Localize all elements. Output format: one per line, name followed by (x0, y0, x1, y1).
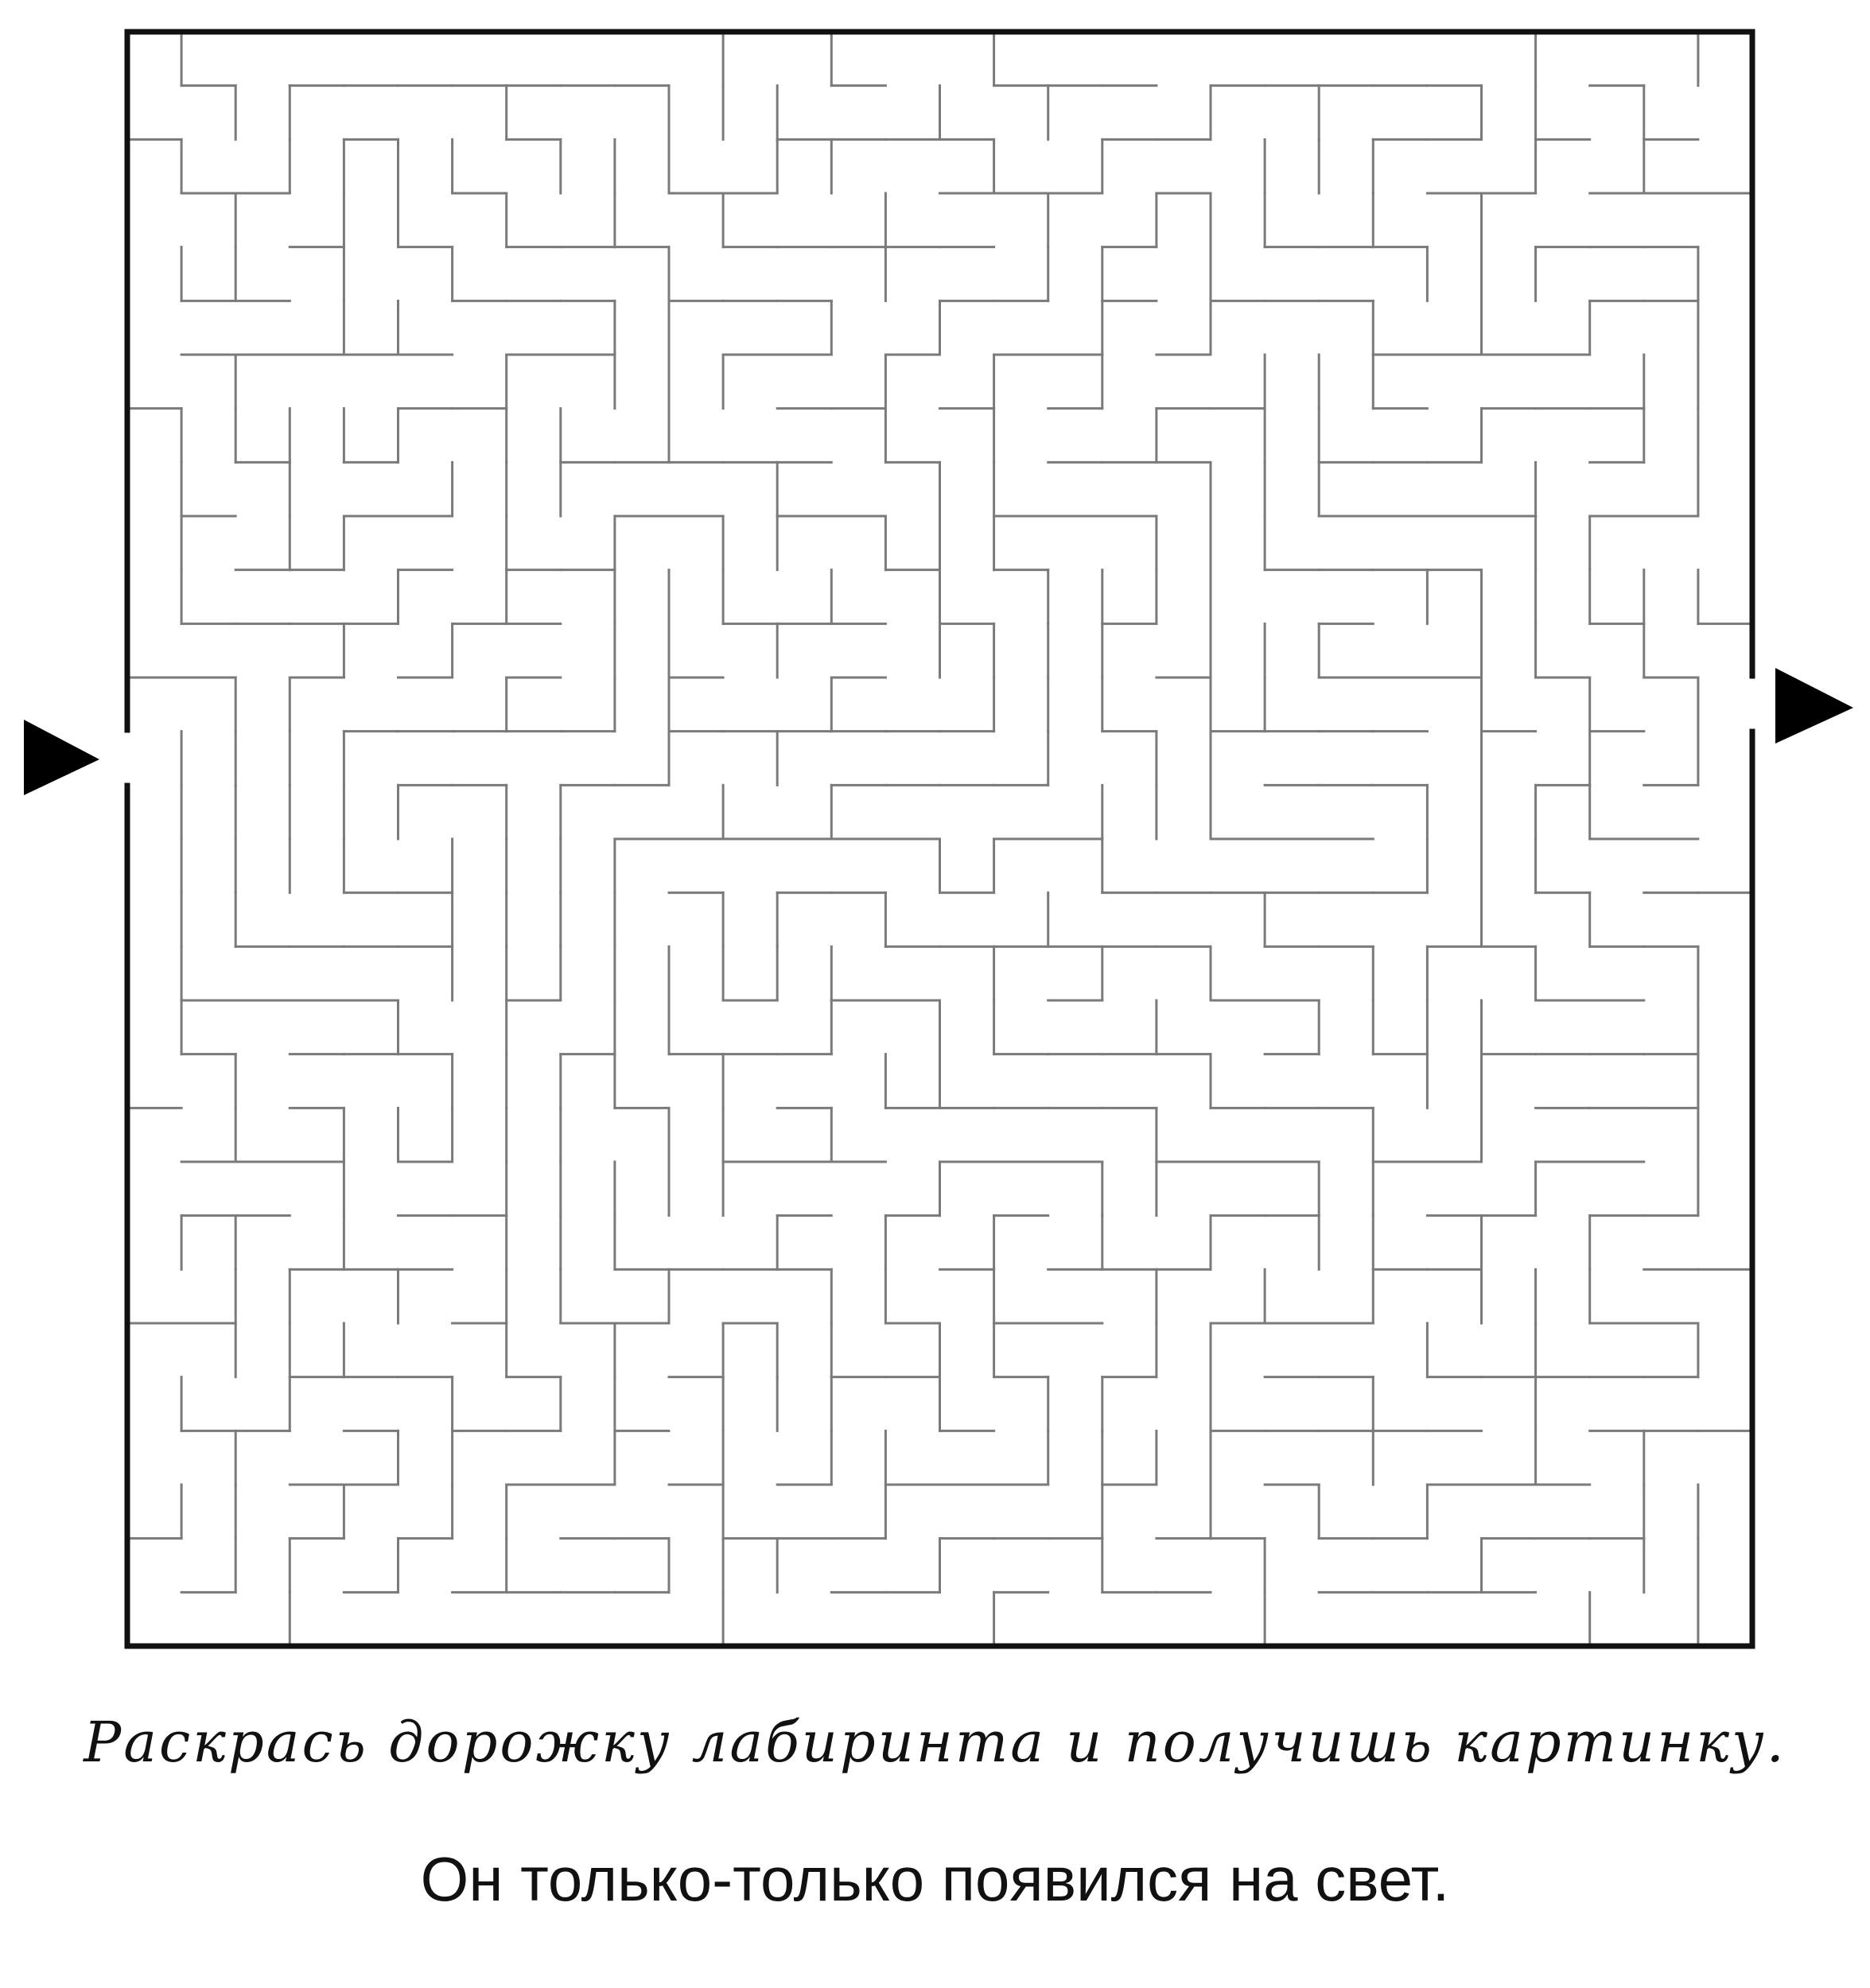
entry-arrow-icon (24, 720, 99, 795)
maze-border (124, 29, 1755, 1649)
riddle-text: Он только-только появился на свет. (420, 1844, 1450, 1914)
maze-walls (126, 30, 1754, 1648)
task-instruction: Раскрась дорожку лабиринта и получишь ка… (84, 1710, 1786, 1775)
exit-arrow-icon (1775, 668, 1853, 744)
